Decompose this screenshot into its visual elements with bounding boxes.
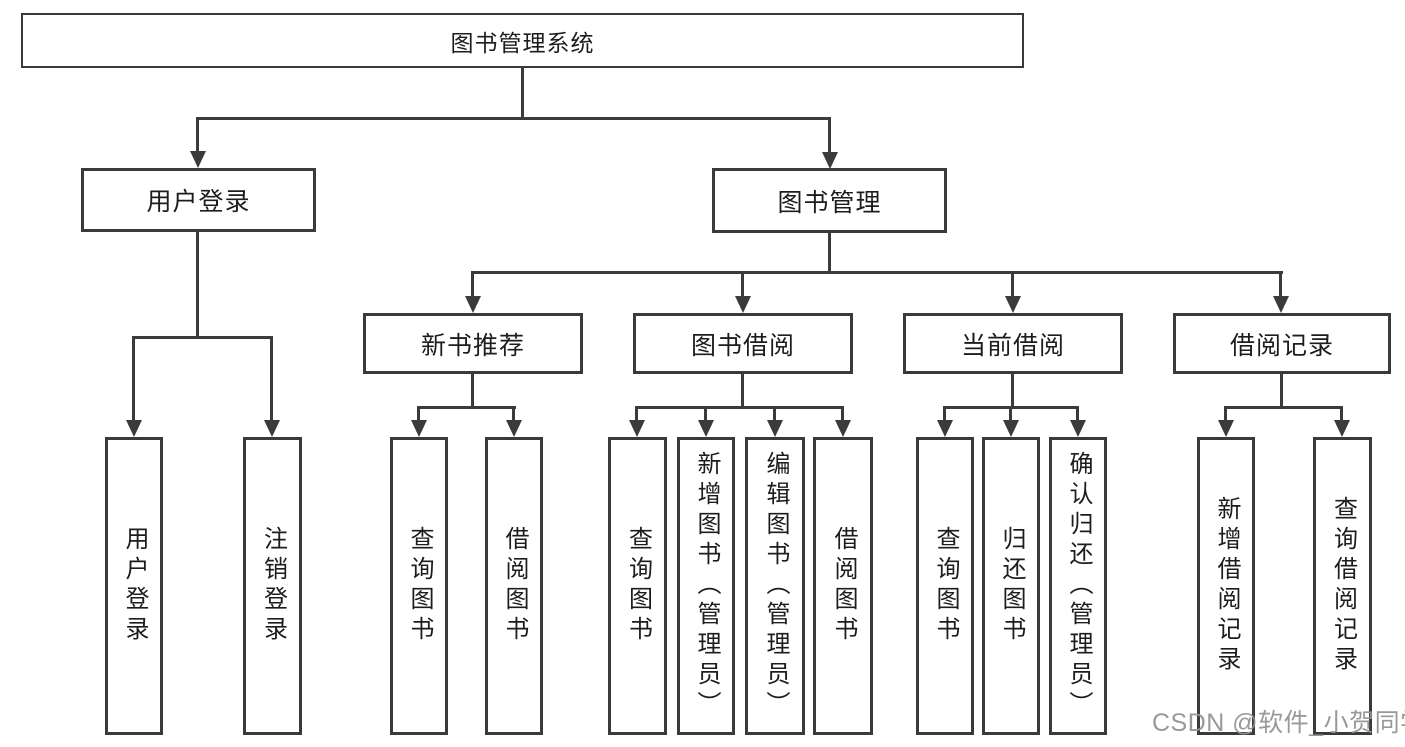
arrowhead-newbook bbox=[465, 296, 481, 313]
arrowhead-leaf-9 bbox=[1003, 420, 1019, 437]
leaf-query-books-current: 查询图书 bbox=[916, 437, 974, 735]
edge-drop-leaf-6 bbox=[773, 406, 776, 421]
edge-drop-leaf-0 bbox=[132, 336, 135, 421]
edge-bookmgmt-stem bbox=[828, 233, 831, 271]
arrowhead-leaf-2 bbox=[411, 420, 427, 437]
edge-drop-currentborrow bbox=[1011, 271, 1014, 297]
arrowhead-currentborrow bbox=[1005, 296, 1021, 313]
leaf-borrow-books: 借阅图书 bbox=[813, 437, 873, 735]
node-user-login: 用户登录 bbox=[81, 168, 316, 232]
arrowhead-leaf-12 bbox=[1334, 420, 1350, 437]
leaf-logout: 注销登录 bbox=[243, 437, 302, 735]
node-current-borrow: 当前借阅 bbox=[903, 313, 1123, 374]
edge-currentborrow-branch bbox=[945, 406, 1079, 409]
node-book-management: 图书管理 bbox=[712, 168, 947, 233]
leaf-confirm-return-admin: 确认归还（管理员） bbox=[1049, 437, 1107, 735]
edge-drop-leaf-1 bbox=[270, 336, 273, 421]
edge-bookborrow-branch bbox=[637, 406, 844, 409]
leaf-query-books-recommend: 查询图书 bbox=[390, 437, 448, 735]
edge-drop-borrowrecord bbox=[1279, 271, 1282, 297]
edge-drop-leaf-7 bbox=[841, 406, 844, 421]
edge-bookborrow-stem bbox=[741, 374, 744, 406]
leaf-add-borrow-record: 新增借阅记录 bbox=[1197, 437, 1255, 735]
edge-drop-leaf-10 bbox=[1076, 406, 1079, 421]
edge-drop-user-login bbox=[196, 117, 199, 152]
arrowhead-leaf-1 bbox=[264, 420, 280, 437]
leaf-query-borrow-record: 查询借阅记录 bbox=[1313, 437, 1372, 735]
arrowhead-borrowrecord bbox=[1273, 296, 1289, 313]
arrowhead-book-mgmt bbox=[822, 152, 838, 169]
edge-drop-leaf-12 bbox=[1340, 406, 1343, 421]
edge-drop-leaf-9 bbox=[1009, 406, 1012, 421]
csdn-watermark: CSDN @软件_小贺同学 bbox=[1152, 709, 1405, 737]
edge-currentborrow-stem bbox=[1011, 374, 1014, 406]
edge-bookmgmt-branch bbox=[473, 271, 1283, 274]
node-root: 图书管理系统 bbox=[21, 13, 1024, 68]
arrowhead-leaf-3 bbox=[506, 420, 522, 437]
leaf-borrow-books-recommend: 借阅图书 bbox=[485, 437, 543, 735]
edge-drop-leaf-3 bbox=[512, 406, 515, 421]
arrowhead-leaf-11 bbox=[1218, 420, 1234, 437]
edge-drop-leaf-8 bbox=[943, 406, 946, 421]
edge-drop-leaf-2 bbox=[417, 406, 420, 421]
leaf-return-books: 归还图书 bbox=[982, 437, 1040, 735]
arrowhead-leaf-0 bbox=[126, 420, 142, 437]
edge-newbook-stem bbox=[471, 374, 474, 406]
node-book-borrow: 图书借阅 bbox=[633, 313, 853, 374]
edge-drop-leaf-5 bbox=[704, 406, 707, 421]
edge-userlogin-branch bbox=[134, 336, 273, 339]
leaf-add-book-admin: 新增图书（管理员） bbox=[677, 437, 735, 735]
arrowhead-leaf-10 bbox=[1070, 420, 1086, 437]
edge-drop-leaf-4 bbox=[635, 406, 638, 421]
leaf-user-login: 用户登录 bbox=[105, 437, 163, 735]
edge-borrowrecord-stem bbox=[1280, 374, 1283, 406]
leaf-edit-book-admin: 编辑图书（管理员） bbox=[745, 437, 805, 735]
arrowhead-leaf-8 bbox=[937, 420, 953, 437]
arrowhead-bookborrow bbox=[735, 296, 751, 313]
edge-drop-bookborrow bbox=[741, 271, 744, 297]
arrowhead-leaf-4 bbox=[629, 420, 645, 437]
edge-borrowrecord-branch bbox=[1226, 406, 1343, 409]
arrowhead-user-login bbox=[190, 151, 206, 168]
edge-drop-newbook bbox=[471, 271, 474, 297]
leaf-query-books-borrow: 查询图书 bbox=[608, 437, 667, 735]
node-new-book-recommend: 新书推荐 bbox=[363, 313, 583, 374]
edge-drop-book-mgmt bbox=[828, 117, 831, 152]
edge-drop-leaf-11 bbox=[1224, 406, 1227, 421]
node-borrow-record: 借阅记录 bbox=[1173, 313, 1391, 374]
edge-root-stem bbox=[521, 68, 524, 117]
edge-userlogin-stem bbox=[196, 232, 199, 336]
edge-root-branch bbox=[197, 117, 831, 120]
arrowhead-leaf-7 bbox=[835, 420, 851, 437]
edge-newbook-branch bbox=[419, 406, 516, 409]
arrowhead-leaf-5 bbox=[698, 420, 714, 437]
arrowhead-leaf-6 bbox=[767, 420, 783, 437]
